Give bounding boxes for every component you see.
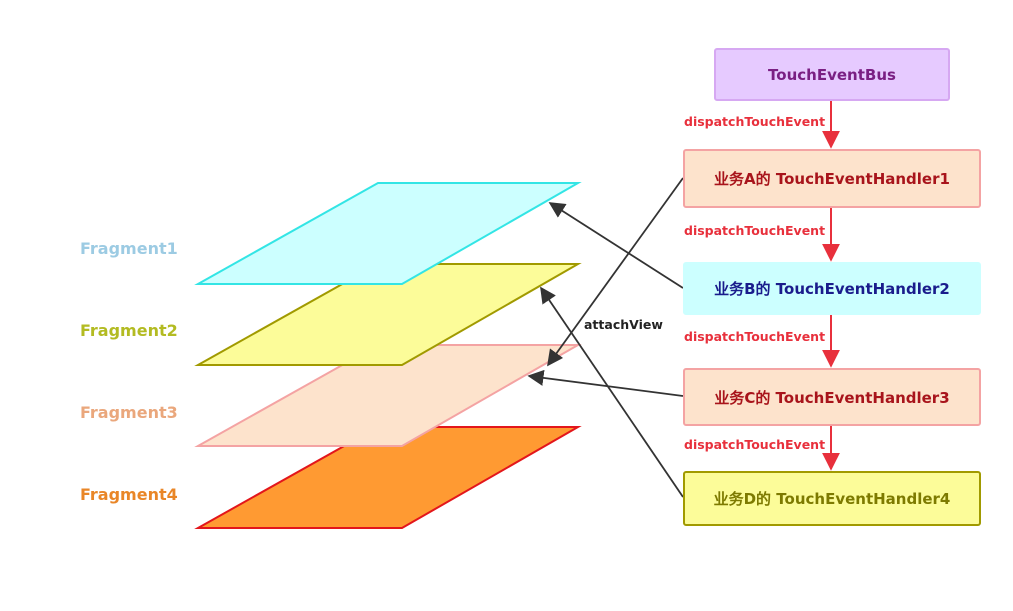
fragment2-label: Fragment2 (80, 321, 178, 340)
fragment4-layer (194, 426, 582, 529)
dispatch-label-3: dispatchTouchEvent (684, 329, 826, 344)
handler4-label: 业务D的 TouchEventHandler4 (713, 490, 951, 508)
attach-arrow-handler2 (548, 202, 684, 289)
touch-event-bus-box: TouchEventBus (714, 48, 950, 101)
attach-arrow-handler3 (527, 369, 684, 397)
dispatch-label-1: dispatchTouchEvent (684, 114, 826, 129)
attach-arrow-handler1 (547, 177, 684, 367)
attach-view-label: attachView (584, 317, 663, 332)
handler4-box: 业务D的 TouchEventHandler4 (683, 471, 981, 526)
attach-arrow-handler4 (540, 286, 684, 498)
handler3-label: 业务C的 TouchEventHandler3 (714, 388, 950, 407)
handler1-box: 业务A的 TouchEventHandler1 (683, 149, 981, 208)
handler1-label: 业务A的 TouchEventHandler1 (714, 170, 950, 188)
fragment2-layer (194, 263, 582, 366)
touch-event-bus-label: TouchEventBus (768, 65, 896, 84)
fragment1-layer (194, 182, 582, 285)
fragment3-layer (194, 344, 582, 447)
handler3-box: 业务C的 TouchEventHandler3 (683, 368, 981, 426)
dispatch-label-2: dispatchTouchEvent (684, 223, 826, 238)
handler2-label: 业务B的 TouchEventHandler2 (714, 280, 950, 298)
fragment1-label: Fragment1 (80, 239, 178, 258)
dispatch-label-4: dispatchTouchEvent (684, 437, 826, 452)
fragment3-label: Fragment3 (80, 403, 178, 422)
handler2-box: 业务B的 TouchEventHandler2 (683, 262, 981, 315)
fragment4-label: Fragment4 (80, 485, 178, 504)
